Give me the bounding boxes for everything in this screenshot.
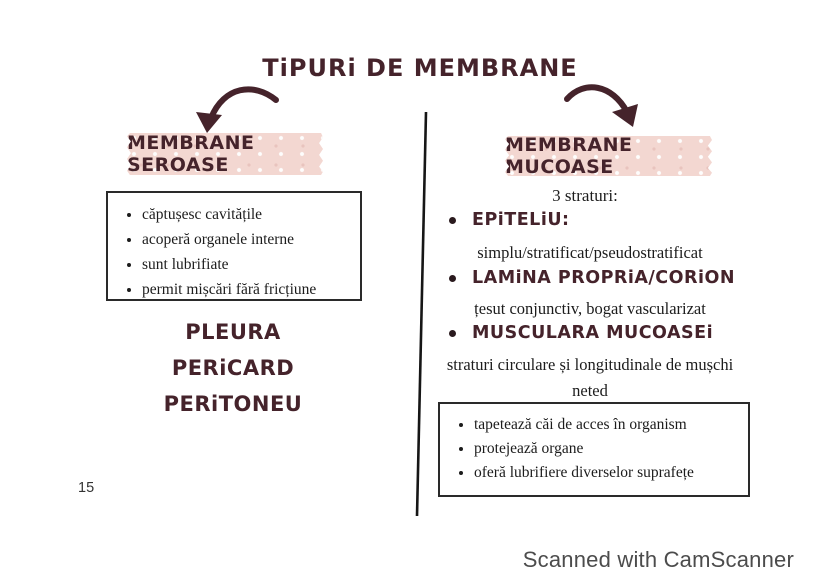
layer-musculara-mucoasei: MUSCULARA MUCOASEi bbox=[443, 323, 713, 343]
column-divider-line bbox=[415, 111, 428, 517]
list-item: căptușesc cavitățile bbox=[142, 202, 354, 227]
bullet-icon bbox=[449, 329, 456, 337]
mucous-functions-list: tapetează căi de acces în organism prote… bbox=[440, 404, 748, 485]
layer-lamina-propria-detail: țesut conjunctiv, bogat vascularizat bbox=[474, 299, 706, 318]
mucous-functions-box: tapetează căi de acces în organism prote… bbox=[438, 402, 750, 497]
list-item: tapetează căi de acces în organism bbox=[474, 413, 742, 437]
list-item: protejează organe bbox=[474, 437, 742, 461]
right-curved-arrow-icon bbox=[564, 84, 638, 127]
list-item: acoperă organele interne bbox=[142, 227, 354, 252]
right-column-header-tape: MEMBRANE MUCOASE bbox=[505, 136, 712, 176]
layers-subtitle: 3 straturi: bbox=[552, 186, 618, 205]
layer-name: EPiTELiU: bbox=[472, 210, 570, 230]
example-peritoneu: PERiTONEU bbox=[163, 392, 303, 416]
left-curved-arrow-icon bbox=[196, 86, 279, 133]
layer-lamina-propria: LAMiNA PROPRiA/CORiON bbox=[443, 268, 735, 288]
left-column-header-tape: MEMBRANE SEROASE bbox=[127, 133, 323, 175]
serous-examples: PLEURA PERiCARD PERiTONEU bbox=[108, 314, 358, 422]
camscanner-watermark: Scanned with CamScanner bbox=[522, 547, 794, 572]
list-item: permit mișcări fără fricțiune bbox=[142, 277, 354, 302]
list-item: sunt lubrifiate bbox=[142, 252, 354, 277]
example-pleura: PLEURA bbox=[185, 320, 281, 344]
layer-name: MUSCULARA MUCOASEi bbox=[472, 323, 714, 343]
bullet-icon bbox=[449, 274, 456, 282]
layer-epiteliu: EPiTELiU: bbox=[443, 210, 570, 230]
right-column-header: MEMBRANE MUCOASE bbox=[505, 134, 633, 178]
serous-properties-list: căptușesc cavitățile acoperă organele in… bbox=[108, 193, 360, 302]
page-title: TiPURi DE MEMBRANE bbox=[262, 54, 578, 82]
serous-properties-box: căptușesc cavitățile acoperă organele in… bbox=[106, 191, 362, 301]
list-item: oferă lubrifiere diverselor suprafețe bbox=[474, 461, 742, 485]
layer-name: LAMiNA PROPRiA/CORiON bbox=[472, 268, 736, 288]
left-column-header: MEMBRANE SEROASE bbox=[127, 132, 255, 176]
bullet-icon bbox=[449, 216, 456, 224]
page-number: 15 bbox=[78, 480, 95, 496]
example-pericard: PERiCARD bbox=[171, 356, 295, 380]
layer-musculara-mucoasei-detail: straturi circulare și longitudinale de m… bbox=[446, 355, 734, 400]
layer-epiteliu-detail: simplu/stratificat/pseudostratificat bbox=[477, 243, 703, 262]
